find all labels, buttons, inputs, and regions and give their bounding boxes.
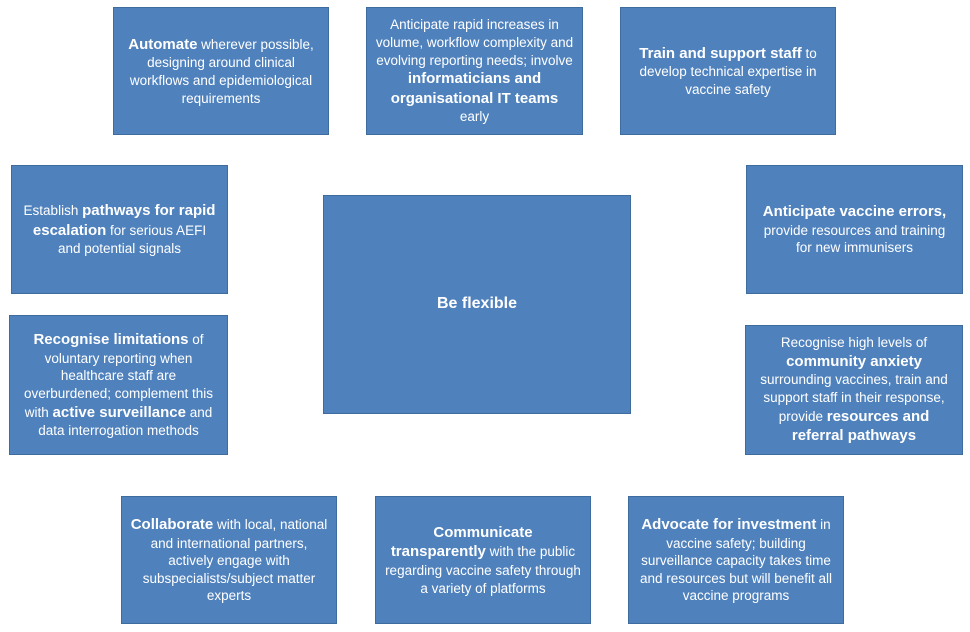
escalation-box: Establish pathways for rapid escalation … bbox=[11, 165, 228, 294]
anticipate-volume-box: Anticipate rapid increases in volume, wo… bbox=[366, 7, 583, 135]
collaborate-text: Collaborate with local, national and int… bbox=[130, 516, 328, 604]
communicate-box: Communicate transparently with the publi… bbox=[375, 496, 591, 624]
automate-text: Automate wherever possible, designing ar… bbox=[128, 35, 314, 106]
advocate-box: Advocate for investment in vaccine safet… bbox=[628, 496, 844, 624]
limitations-box: Recognise limitations of voluntary repor… bbox=[9, 315, 228, 455]
community-anxiety-box: Recognise high levels of community anxie… bbox=[745, 325, 963, 455]
vaccine-errors-text: Anticipate vaccine errors, provide resou… bbox=[762, 203, 947, 256]
limitations-text: Recognise limitations of voluntary repor… bbox=[23, 331, 214, 439]
anticipate-volume-text: Anticipate rapid increases in volume, wo… bbox=[375, 17, 574, 125]
be-flexible-label: Be flexible bbox=[436, 295, 518, 313]
advocate-text: Advocate for investment in vaccine safet… bbox=[639, 516, 833, 604]
community-anxiety-text: Recognise high levels of community anxie… bbox=[760, 335, 948, 445]
be-flexible-box: Be flexible bbox=[323, 195, 631, 414]
train-staff-box: Train and support staff to develop techn… bbox=[620, 7, 836, 135]
train-staff-text: Train and support staff to develop techn… bbox=[639, 44, 817, 97]
automate-box: Automate wherever possible, designing ar… bbox=[113, 7, 329, 135]
escalation-text: Establish pathways for rapid escalation … bbox=[23, 202, 216, 257]
collaborate-box: Collaborate with local, national and int… bbox=[121, 496, 337, 624]
communicate-text: Communicate transparently with the publi… bbox=[385, 523, 581, 596]
vaccine-errors-box: Anticipate vaccine errors, provide resou… bbox=[746, 165, 963, 294]
